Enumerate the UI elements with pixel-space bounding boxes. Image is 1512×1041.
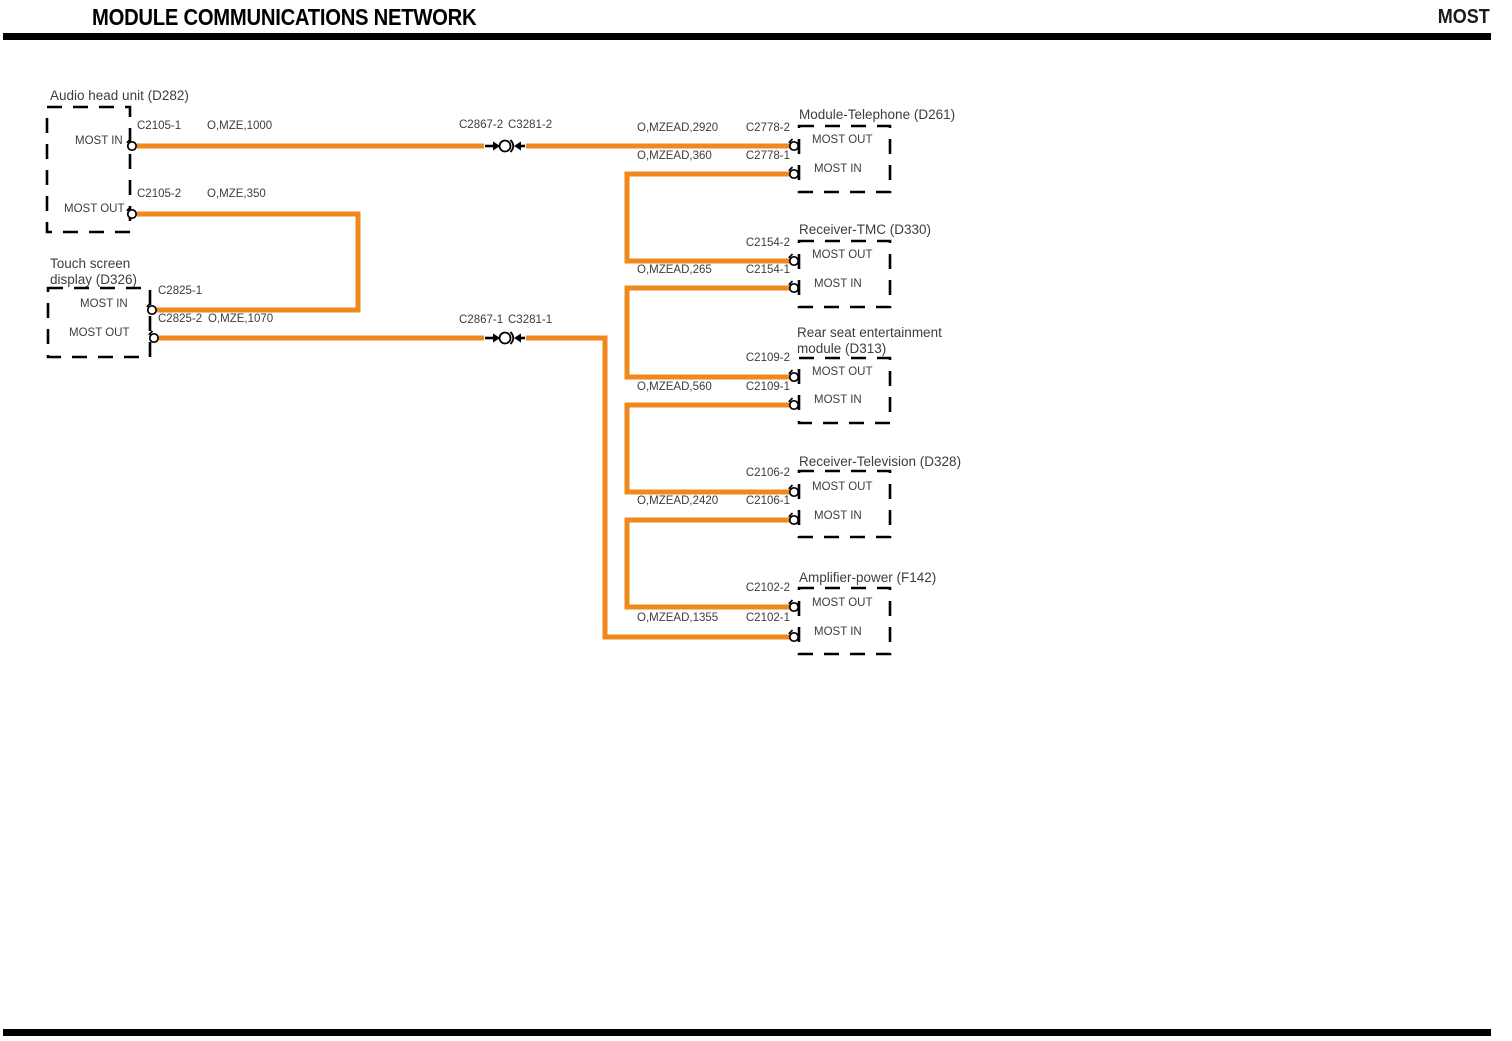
pin-icon (787, 484, 800, 498)
port-label: MOST OUT (812, 249, 873, 261)
port-label: MOST OUT (812, 597, 873, 609)
wire-label: O,MZEAD,2920 (637, 122, 719, 134)
pin-icon (787, 369, 800, 383)
connector-label: C2867-2 (459, 119, 504, 131)
pin-icon (787, 599, 800, 613)
pin-icon (787, 397, 800, 411)
wire-label: O,MZEAD,1355 (637, 612, 719, 624)
pin-icon (125, 138, 138, 152)
wire-label: O,MZEAD,2420 (637, 495, 719, 507)
module-name-amplifier: Amplifier-power (F142) (799, 570, 937, 585)
wire-audio-out-touch-in (137, 211, 361, 313)
wire-touch-out-amp-in (159, 335, 790, 640)
connector-label: C2102-2 (745, 582, 790, 594)
module-name-television: Receiver-Television (D328) (799, 454, 962, 469)
port-label: MOST OUT (812, 134, 873, 146)
connector-label: C2778-2 (745, 122, 790, 134)
wire-label: O,MZE,350 (207, 188, 266, 200)
wire-tmc-in-rearseat-out (624, 285, 790, 380)
pin-icon (787, 280, 800, 294)
connector-label: C3281-2 (508, 119, 553, 131)
header-rule (3, 33, 1491, 40)
port-label: MOST IN (75, 135, 123, 147)
touch-screen-box (46, 286, 152, 359)
port-label: MOST IN (814, 510, 862, 522)
pin-icon (145, 302, 158, 316)
wire-tv-in-amp-out (624, 517, 790, 610)
port-label: MOST OUT (69, 327, 130, 339)
port-label: MOST IN (814, 278, 862, 290)
footer-rule (3, 1029, 1491, 1036)
wire-telephone-in-tmc-out (624, 171, 790, 264)
module-name-rearseat: Rear seat entertainment module (D313) (797, 325, 942, 356)
wire-label: O,MZEAD,360 (637, 150, 712, 162)
pin-icon (787, 253, 800, 267)
pin-icon (787, 138, 800, 152)
inline-connector-icon (482, 328, 528, 348)
port-label: MOST IN (814, 394, 862, 406)
wire-label: O,MZEAD,560 (637, 381, 712, 393)
module-name-touch: Touch screen display (D326) (50, 256, 138, 287)
connector-label: C2778-1 (745, 150, 790, 162)
pin-icon (147, 330, 160, 344)
page-title: MODULE COMMUNICATIONS NETWORK (92, 4, 477, 30)
port-label: MOST OUT (812, 481, 873, 493)
connector-label: C2825-1 (158, 285, 203, 297)
connector-label: C2106-2 (745, 467, 790, 479)
module-name-audio: Audio head unit (D282) (50, 88, 189, 103)
section-label: MOST (1437, 6, 1490, 28)
wire-label: O,MZEAD,265 (637, 264, 712, 276)
inline-connector-icon (482, 136, 528, 156)
connector-label: C2106-1 (745, 495, 790, 507)
port-label: MOST OUT (812, 366, 873, 378)
connector-label: C2154-2 (745, 237, 790, 249)
pin-icon (125, 206, 138, 220)
connector-label: C2867-1 (459, 314, 504, 326)
connector-label: C2109-1 (745, 381, 790, 393)
connector-label: C2105-1 (137, 120, 182, 132)
wire-label: O,MZE,1070 (208, 313, 274, 325)
connector-label: C3281-1 (508, 314, 553, 326)
port-label: MOST IN (814, 163, 862, 175)
connector-label: C2105-2 (137, 188, 182, 200)
pin-icon (787, 166, 800, 180)
connector-label: C2109-2 (745, 352, 790, 364)
module-box-layer (45, 105, 892, 656)
connector-label: C2102-1 (745, 612, 790, 624)
wire-layer (137, 143, 790, 640)
module-name-tmc: Receiver-TMC (D330) (799, 222, 932, 237)
module-name-telephone: Module-Telephone (D261) (799, 107, 956, 122)
port-label: MOST IN (814, 626, 862, 638)
connector-label: C2825-2 (158, 313, 203, 325)
connector-label: C2154-1 (745, 264, 790, 276)
pin-icon (787, 512, 800, 526)
wire-label: O,MZE,1000 (207, 120, 273, 132)
pin-icon (787, 629, 800, 643)
port-label: MOST OUT (64, 203, 125, 215)
wire-rearseat-in-tv-out (624, 402, 790, 495)
port-label: MOST IN (80, 298, 128, 310)
